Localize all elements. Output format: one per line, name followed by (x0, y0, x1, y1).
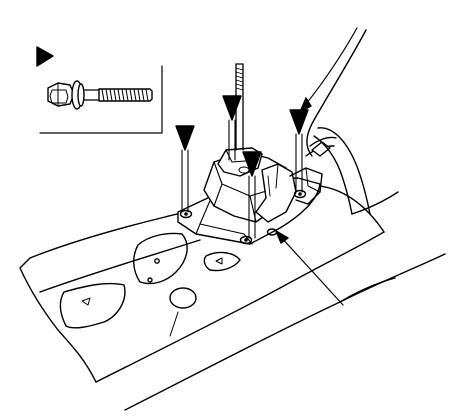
flange-bolt-icon (47, 80, 153, 110)
cable-guide (289, 167, 323, 205)
side-bracket (255, 163, 297, 223)
inset-frame (39, 65, 163, 134)
floor-grommet (169, 287, 197, 337)
console-floor-line (351, 191, 399, 215)
mount-hole-rear-left (179, 209, 193, 219)
mount-hole-front-left (239, 235, 253, 245)
panel-opening-left (59, 282, 126, 329)
fastener-marker-2 (222, 95, 242, 161)
inset-marker-icon (36, 46, 54, 67)
floor-tunnel-panel (19, 184, 446, 411)
panel-front-step (339, 277, 396, 303)
panel-opening-center (133, 232, 188, 285)
fastener-marker-3 (242, 151, 262, 239)
leader-line-housing (275, 230, 344, 306)
fastener-marker-1 (175, 125, 195, 213)
panel-left-edge (19, 257, 97, 383)
leader-lines (275, 27, 358, 306)
mount-hole-rear-right (293, 189, 307, 199)
panel-opening-small (203, 251, 241, 272)
leader-line-cable (299, 27, 358, 113)
panel-inner-ridge (39, 239, 201, 293)
fastener-marker-4 (289, 109, 309, 193)
console-upper-edge (306, 29, 367, 157)
panel-lower-edge (95, 231, 385, 383)
fastener-markers (175, 95, 309, 239)
console-rear-edge (313, 135, 353, 215)
bolt-detail-inset (36, 46, 163, 134)
adjacent-trim-outlines (306, 29, 399, 215)
console-side-panel (317, 127, 371, 215)
panel-front-edge (124, 253, 446, 411)
